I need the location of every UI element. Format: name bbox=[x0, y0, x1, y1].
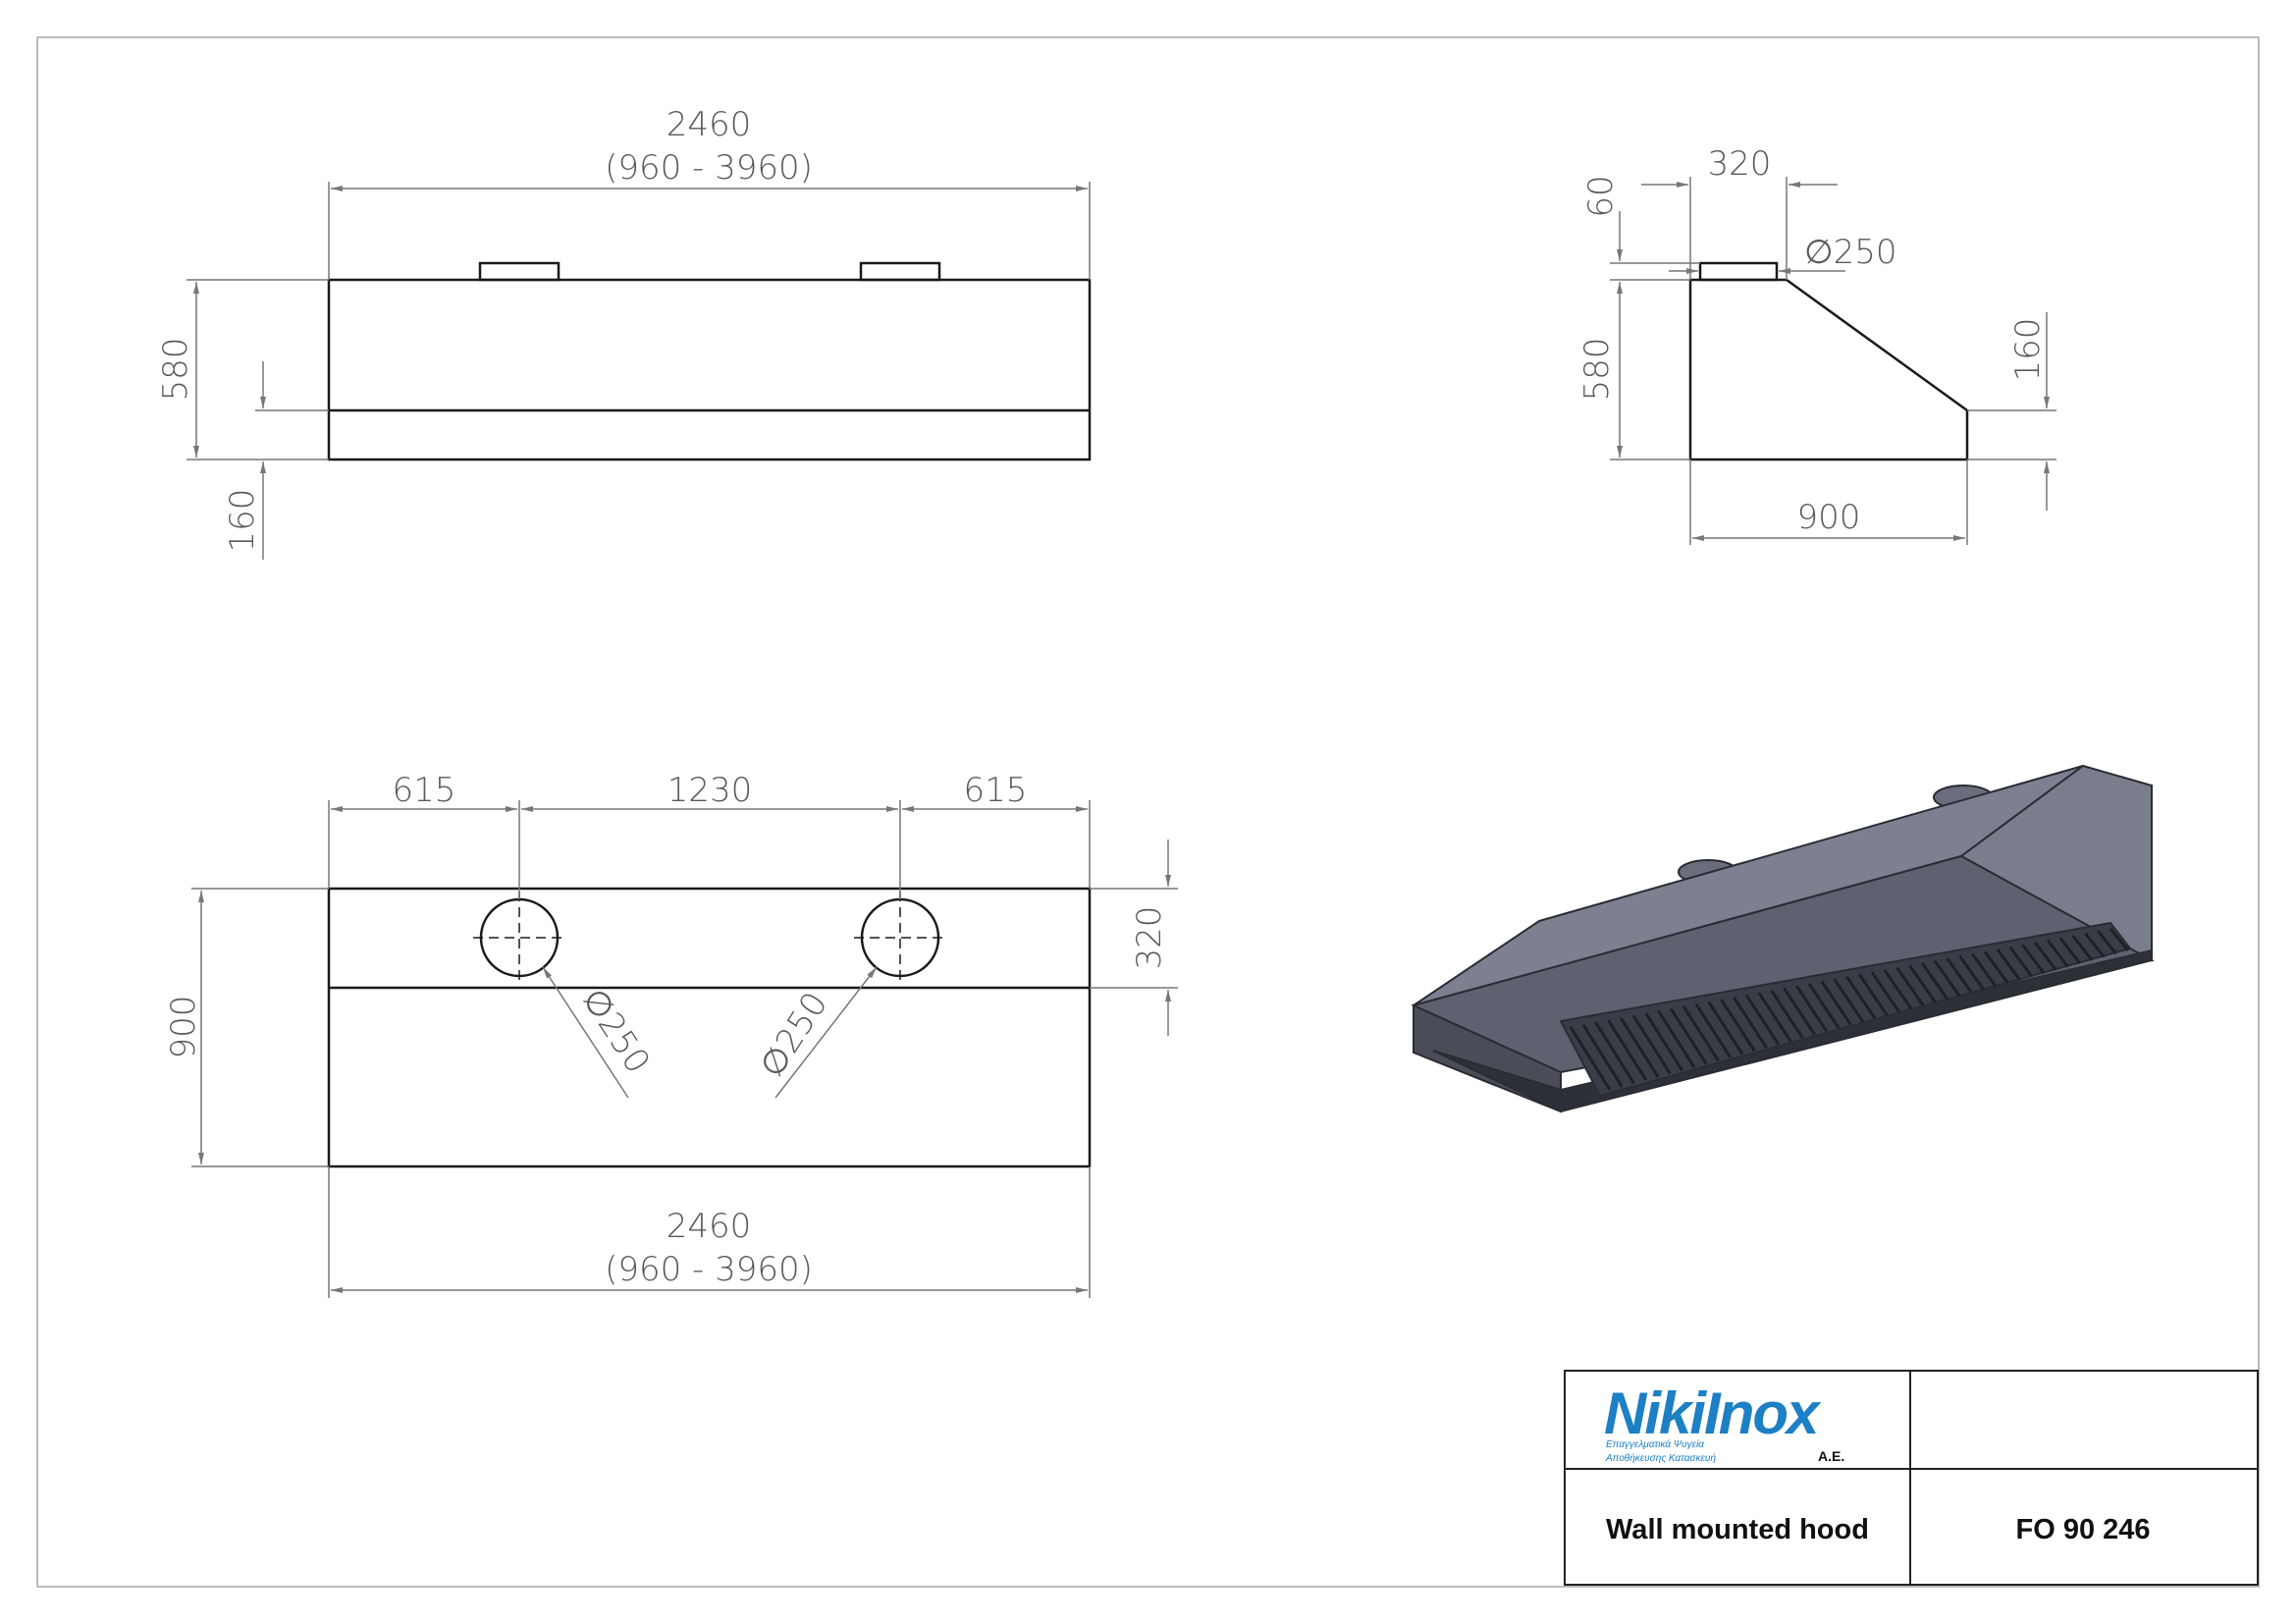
side-depth-label: 900 bbox=[1797, 498, 1861, 537]
plan-view-body bbox=[327, 887, 1092, 1168]
plan-width-range-label: (960 - 3960) bbox=[605, 1250, 813, 1289]
side-height-label: 580 bbox=[1577, 338, 1617, 402]
iso-filter-rib bbox=[1920, 962, 1949, 1001]
side-view-collar bbox=[1698, 261, 1779, 282]
iso-filter-rib bbox=[2046, 939, 2069, 968]
logo-suffix: A.E. bbox=[1818, 1448, 1844, 1464]
front-view-collar-left bbox=[478, 261, 561, 282]
iso-filter-rib bbox=[1594, 1021, 1635, 1085]
iso-filter-rib bbox=[2097, 930, 2117, 955]
company-logo: NikiInox A.E. Επαγγελματικά Ψυγεία Αποθή… bbox=[1604, 1380, 1844, 1464]
front-view-collar-right bbox=[859, 261, 941, 282]
iso-filter-rib bbox=[1720, 999, 1756, 1053]
iso-filter-rib bbox=[1833, 978, 1865, 1023]
iso-filter-rib bbox=[1845, 975, 1877, 1020]
plan-spacing-label: 1230 bbox=[667, 771, 753, 810]
iso-filter-rib bbox=[1670, 1007, 1708, 1065]
drawing-description: Wall mounted hood bbox=[1606, 1514, 1869, 1545]
iso-filter-rib bbox=[1619, 1016, 1660, 1078]
iso-filter-rib bbox=[1644, 1012, 1683, 1071]
iso-filter-rib bbox=[1569, 1026, 1612, 1091]
side-collar-width-label: 320 bbox=[1708, 144, 1772, 184]
drawing-code: FO 90 246 bbox=[2015, 1514, 2150, 1545]
plan-duct-diameter-right-label: ∅250 bbox=[752, 985, 835, 1084]
iso-filter-rib bbox=[1946, 957, 1973, 994]
iso-filter-rib bbox=[1794, 985, 1829, 1033]
side-view bbox=[1688, 261, 1969, 461]
isometric-hood bbox=[1411, 764, 2155, 1113]
plan-depth-label: 900 bbox=[164, 996, 203, 1059]
plan-collar-offset-label: 320 bbox=[1130, 906, 1169, 970]
iso-filter-panel bbox=[1559, 921, 2132, 1098]
drawing-frame bbox=[36, 36, 2260, 1588]
iso-filter-rib bbox=[1744, 994, 1781, 1046]
iso-filter-rib bbox=[1996, 948, 2021, 981]
iso-filter-rib bbox=[1883, 969, 1913, 1010]
iso-filter-rib bbox=[2058, 937, 2082, 965]
iso-filter-rib bbox=[1958, 955, 1985, 991]
iso-filter-rib bbox=[1983, 950, 2009, 984]
side-front-height-label: 160 bbox=[2008, 318, 2048, 382]
iso-filter-rib bbox=[1857, 973, 1889, 1016]
iso-filter-rib bbox=[1783, 987, 1816, 1036]
iso-filter-rib bbox=[1820, 980, 1852, 1026]
iso-filter-rib bbox=[1757, 992, 1792, 1043]
iso-filter-rib bbox=[1657, 1009, 1696, 1068]
iso-filter-rib bbox=[2084, 932, 2106, 958]
iso-filter-rib bbox=[1908, 964, 1937, 1003]
plan-right-offset-label: 615 bbox=[964, 771, 1028, 810]
iso-filter-rib bbox=[1870, 971, 1900, 1013]
front-view-dimensions bbox=[187, 182, 1091, 560]
iso-filter-rib bbox=[1607, 1019, 1648, 1081]
plan-duct-diameter-left-label: ∅250 bbox=[574, 981, 658, 1080]
front-band-label: 160 bbox=[223, 489, 262, 553]
logo-tagline-1: Επαγγελματικά Ψυγεία bbox=[1606, 1438, 1704, 1450]
iso-filter-rib bbox=[1631, 1014, 1672, 1075]
iso-filter-rib bbox=[2034, 942, 2057, 971]
title-block bbox=[1564, 1370, 2259, 1586]
logo-wordmark: NikiInox bbox=[1604, 1380, 1822, 1446]
iso-filter-rib bbox=[1694, 1002, 1733, 1058]
front-height-label: 580 bbox=[156, 338, 195, 402]
front-width-label: 2460 bbox=[667, 105, 752, 144]
iso-filter-rib bbox=[1933, 959, 1961, 998]
iso-filter-rib bbox=[2109, 928, 2130, 951]
iso-filter-rib bbox=[1707, 1001, 1744, 1056]
iso-filter-rib bbox=[2021, 944, 2046, 975]
front-width-range-label: (960 - 3960) bbox=[605, 148, 813, 188]
plan-view-dimensions bbox=[191, 800, 1178, 1298]
iso-filter-ribs bbox=[1569, 928, 2130, 1091]
iso-filter-rib bbox=[2008, 946, 2033, 978]
iso-filter-rib bbox=[1807, 982, 1841, 1030]
iso-filter-rib bbox=[1971, 952, 1998, 988]
plan-width-label: 2460 bbox=[667, 1207, 752, 1246]
plan-left-offset-label: 615 bbox=[393, 771, 456, 810]
iso-filter-rib bbox=[1682, 1005, 1720, 1062]
side-diameter-label: ∅250 bbox=[1804, 233, 1897, 272]
iso-filter-rib bbox=[1896, 966, 1925, 1006]
front-view-body bbox=[327, 278, 1092, 461]
iso-filter-rib bbox=[2071, 935, 2094, 961]
plan-view bbox=[327, 887, 1092, 1168]
side-view-dimensions bbox=[1610, 177, 2056, 545]
side-collar-height-label: 60 bbox=[1581, 175, 1621, 217]
iso-filter-rib bbox=[1581, 1023, 1624, 1088]
side-view-body bbox=[1688, 278, 1969, 461]
front-view bbox=[327, 261, 1092, 461]
iso-filter-rib bbox=[1770, 989, 1804, 1039]
iso-filter-rib bbox=[1733, 996, 1768, 1049]
logo-tagline-2: Αποθήκευσης Κατασκευή bbox=[1605, 1452, 1716, 1464]
iso-inner-trough bbox=[1432, 948, 2153, 1113]
